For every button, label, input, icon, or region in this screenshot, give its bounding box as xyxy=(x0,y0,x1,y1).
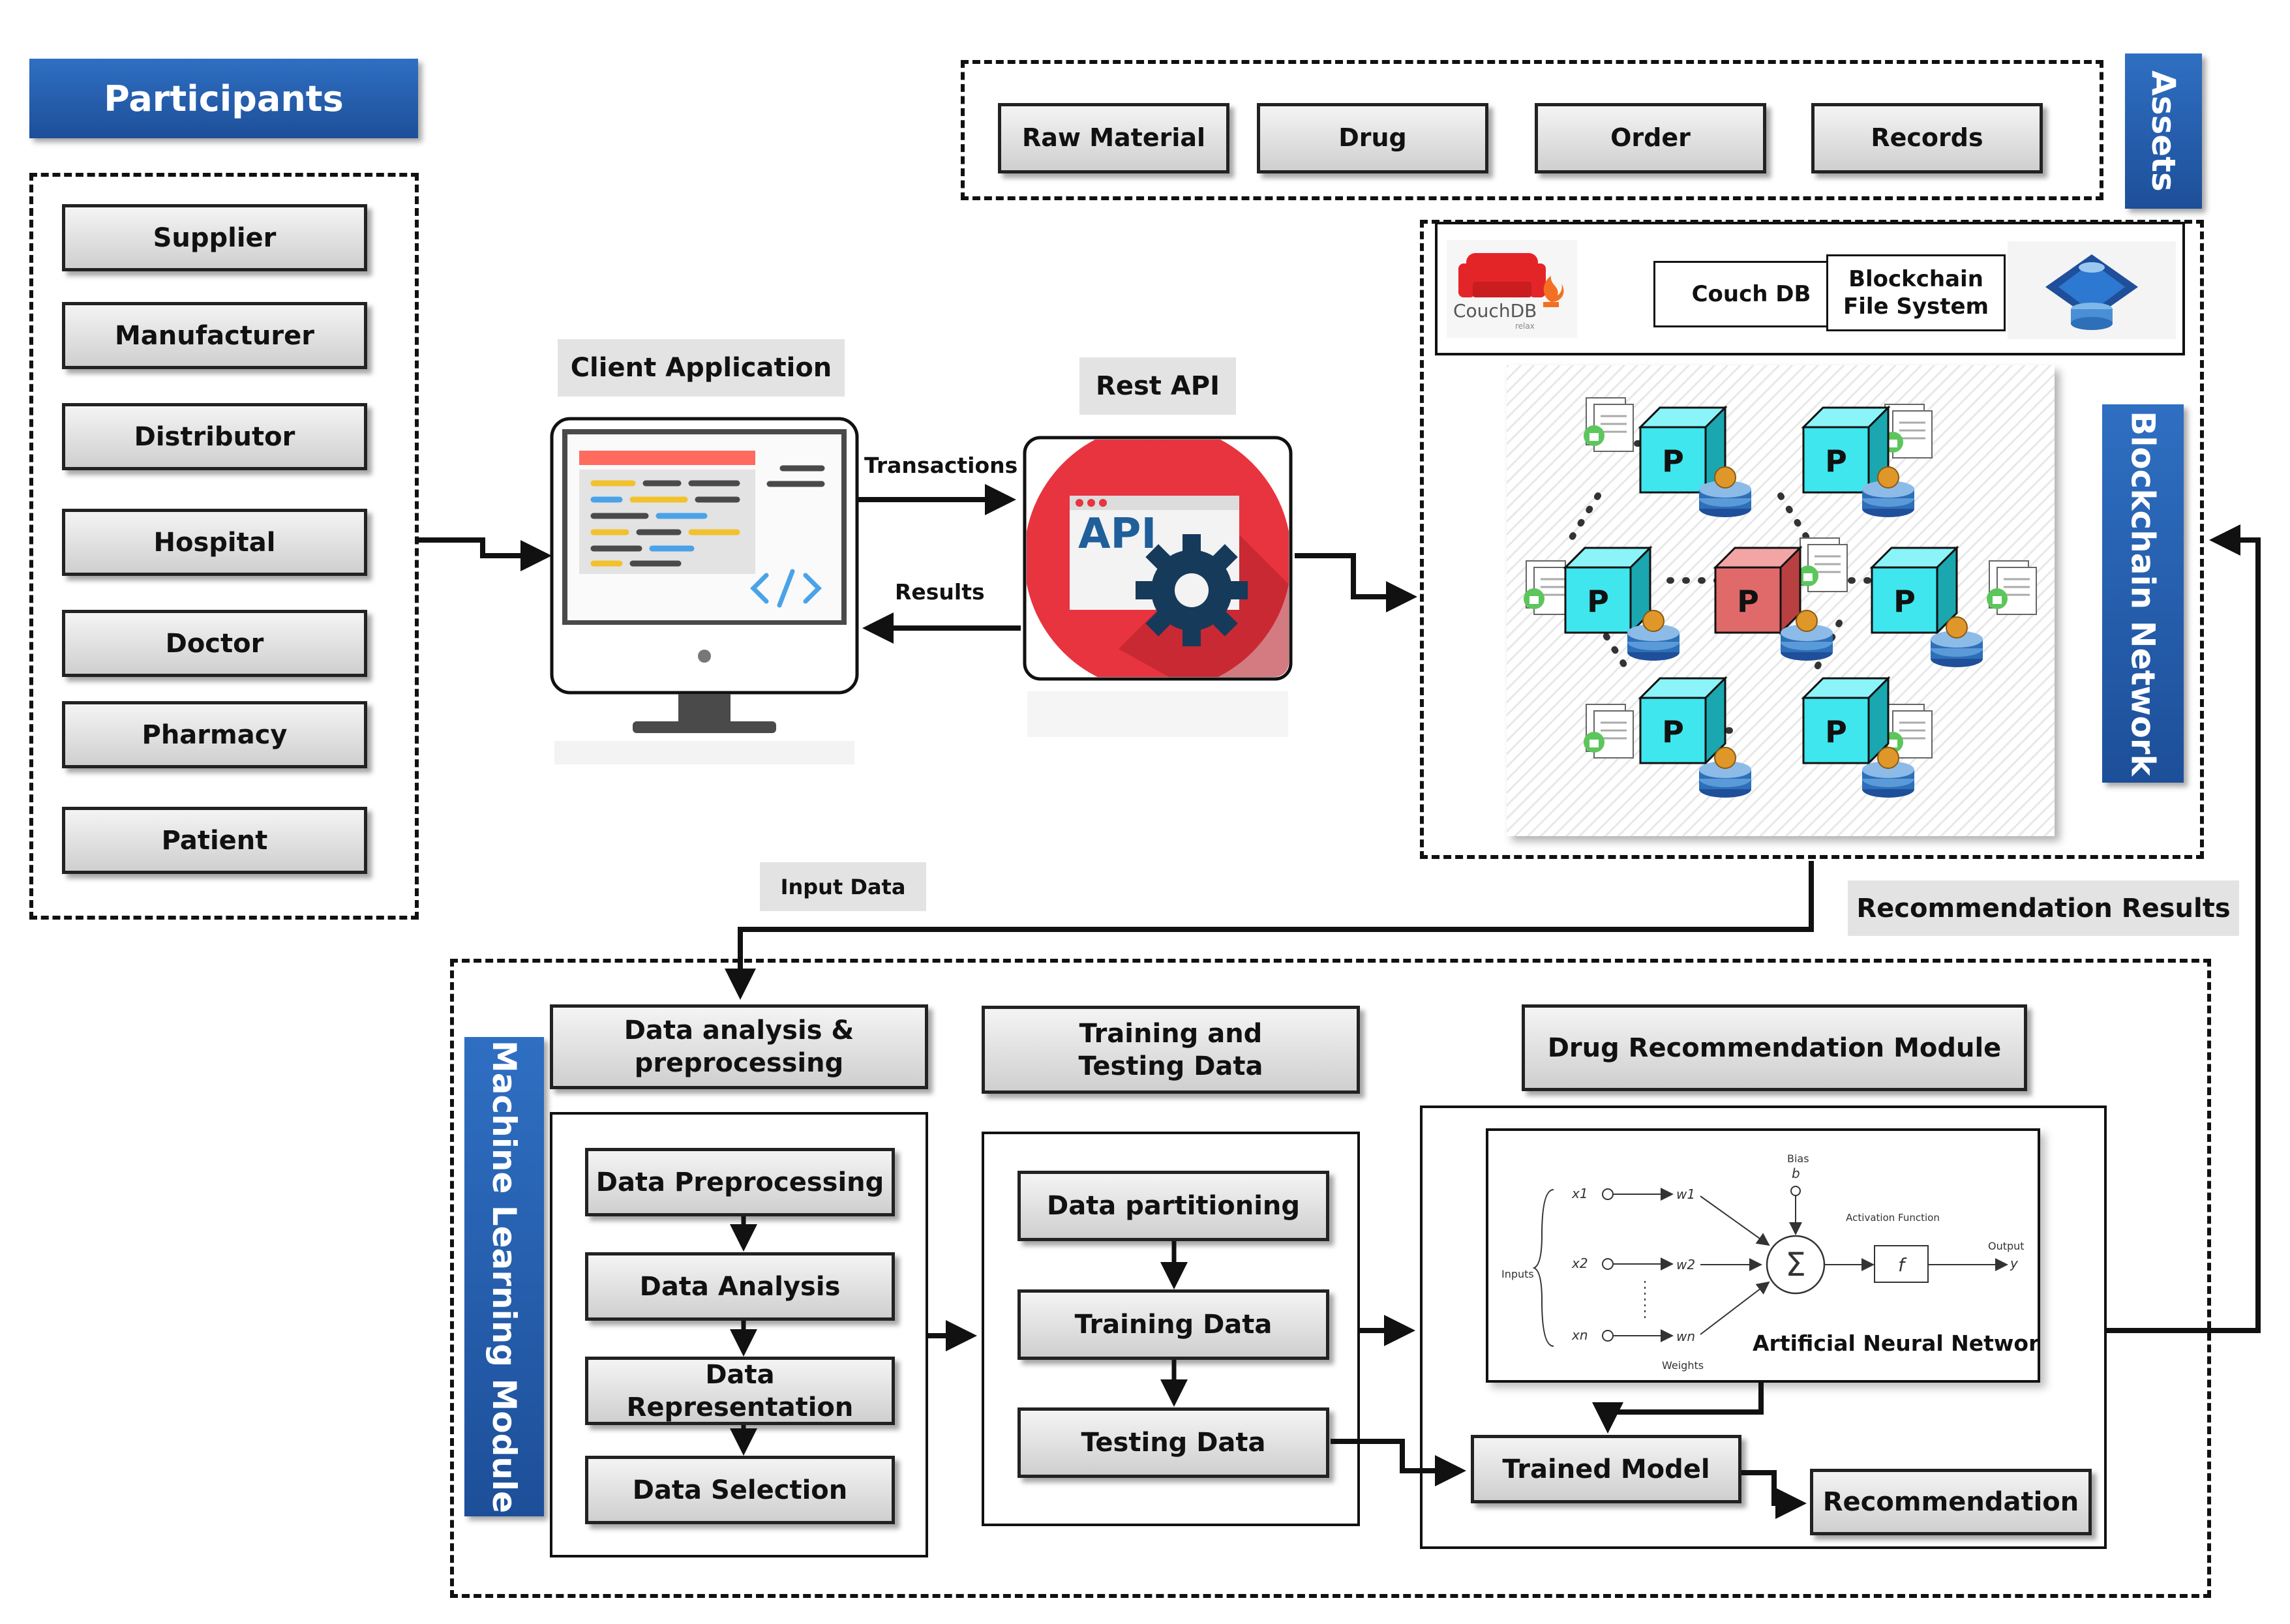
peer-letter: P xyxy=(1662,444,1684,479)
ann-bias-symbol: b xyxy=(1792,1165,1800,1181)
ann-x2-label: x2 xyxy=(1571,1256,1588,1271)
ann-sum-symbol: Σ xyxy=(1785,1246,1806,1284)
peer-letter: P xyxy=(1825,444,1847,479)
drug-recommendation-header: Drug Recommendation Module xyxy=(1522,1004,2027,1091)
peer-letter: P xyxy=(1737,584,1759,619)
results-label: Results xyxy=(895,579,985,605)
ann-weights-label: Weights xyxy=(1662,1359,1704,1372)
participants-title: Participants xyxy=(29,59,418,138)
peer-letter: P xyxy=(1825,714,1847,749)
client-application-monitor-icon xyxy=(550,417,859,764)
ann-activation-label: Activation Function xyxy=(1846,1212,1940,1224)
ann-inputs-label: Inputs xyxy=(1501,1268,1534,1280)
rest-api-label: Rest API xyxy=(1079,357,1236,415)
participant-doctor: Doctor xyxy=(62,610,367,677)
participant-manufacturer: Manufacturer xyxy=(62,302,367,369)
client-application-label: Client Application xyxy=(558,339,845,397)
arrow-api-to-blockchain xyxy=(1295,553,1417,612)
recommendation-box: Recommendation xyxy=(1810,1469,2092,1535)
analysis-step-data-preprocessing: Data Preprocessing xyxy=(585,1148,895,1216)
ann-bias-label: Bias xyxy=(1787,1152,1809,1165)
couch-db-box: Couch DB xyxy=(1653,261,1849,327)
couchdb-logo-text: CouchDB xyxy=(1453,300,1537,322)
transactions-label: Transactions xyxy=(864,453,1018,478)
couchdb-logo-icon: CouchDB relax xyxy=(1447,240,1577,338)
asset-raw-material: Raw Material xyxy=(998,103,1229,173)
peer-letter: P xyxy=(1587,584,1609,619)
arrow-participants-to-client xyxy=(419,537,552,571)
training-step-testing-data: Testing Data xyxy=(1017,1407,1329,1478)
participant-patient: Patient xyxy=(62,807,367,874)
peer-letter: P xyxy=(1662,714,1684,749)
blockchain-file-system-box: Blockchain File System xyxy=(1826,254,2006,331)
assets-title: Assets xyxy=(2125,53,2202,209)
file-system-stack-icon xyxy=(2008,241,2176,339)
api-logo-text: API xyxy=(1078,510,1156,558)
input-data-label: Input Data xyxy=(760,862,926,911)
analysis-step-data-selection: Data Selection xyxy=(585,1456,895,1524)
blockchain-network-graphic: P P P P P P P xyxy=(1507,365,2055,836)
participant-pharmacy: Pharmacy xyxy=(62,701,367,768)
ann-diagram-frame xyxy=(1486,1128,2040,1383)
analysis-header: Data analysis & preprocessing xyxy=(550,1004,928,1089)
ml-module-title: Machine Learning Module xyxy=(464,1037,544,1516)
couchdb-logo-subtext: relax xyxy=(1515,322,1535,331)
ann-w1-label: w1 xyxy=(1676,1186,1695,1202)
artificial-neural-network-diagram: Inputs x1 x2 xn w1 w2 wn Bias b Σ Activa… xyxy=(1501,1152,2038,1372)
ann-w2-label: w2 xyxy=(1676,1257,1695,1272)
analysis-step-data-representation: Data Representation xyxy=(585,1357,895,1425)
participant-supplier: Supplier xyxy=(62,204,367,271)
training-step-data-partitioning: Data partitioning xyxy=(1017,1171,1329,1241)
training-step-training-data: Training Data xyxy=(1017,1289,1329,1360)
asset-drug: Drug xyxy=(1257,103,1488,173)
ann-xn-label: xn xyxy=(1571,1327,1588,1343)
ann-x1-label: x1 xyxy=(1571,1186,1588,1201)
trained-model-box: Trained Model xyxy=(1471,1435,1741,1503)
participant-hospital: Hospital xyxy=(62,509,367,576)
asset-records: Records xyxy=(1811,103,2043,173)
ann-output-symbol: y xyxy=(2010,1256,2019,1271)
ann-caption: Artificial Neural Network xyxy=(1753,1331,2038,1356)
rest-api-logo-icon: API xyxy=(1023,436,1293,737)
ann-output-label: Output xyxy=(1988,1240,2025,1252)
participant-distributor: Distributor xyxy=(62,403,367,470)
assets-panel xyxy=(961,60,2103,200)
ann-wn-label: wn xyxy=(1676,1329,1695,1344)
participants-panel xyxy=(29,173,419,920)
peer-letter: P xyxy=(1893,584,1916,619)
training-header: Training and Testing Data xyxy=(982,1006,1360,1094)
analysis-step-data-analysis: Data Analysis xyxy=(585,1252,895,1321)
blockchain-network-title: Blockchain Network xyxy=(2102,404,2184,783)
asset-order: Order xyxy=(1535,103,1766,173)
recommendation-results-label: Recommendation Results xyxy=(1848,880,2239,936)
